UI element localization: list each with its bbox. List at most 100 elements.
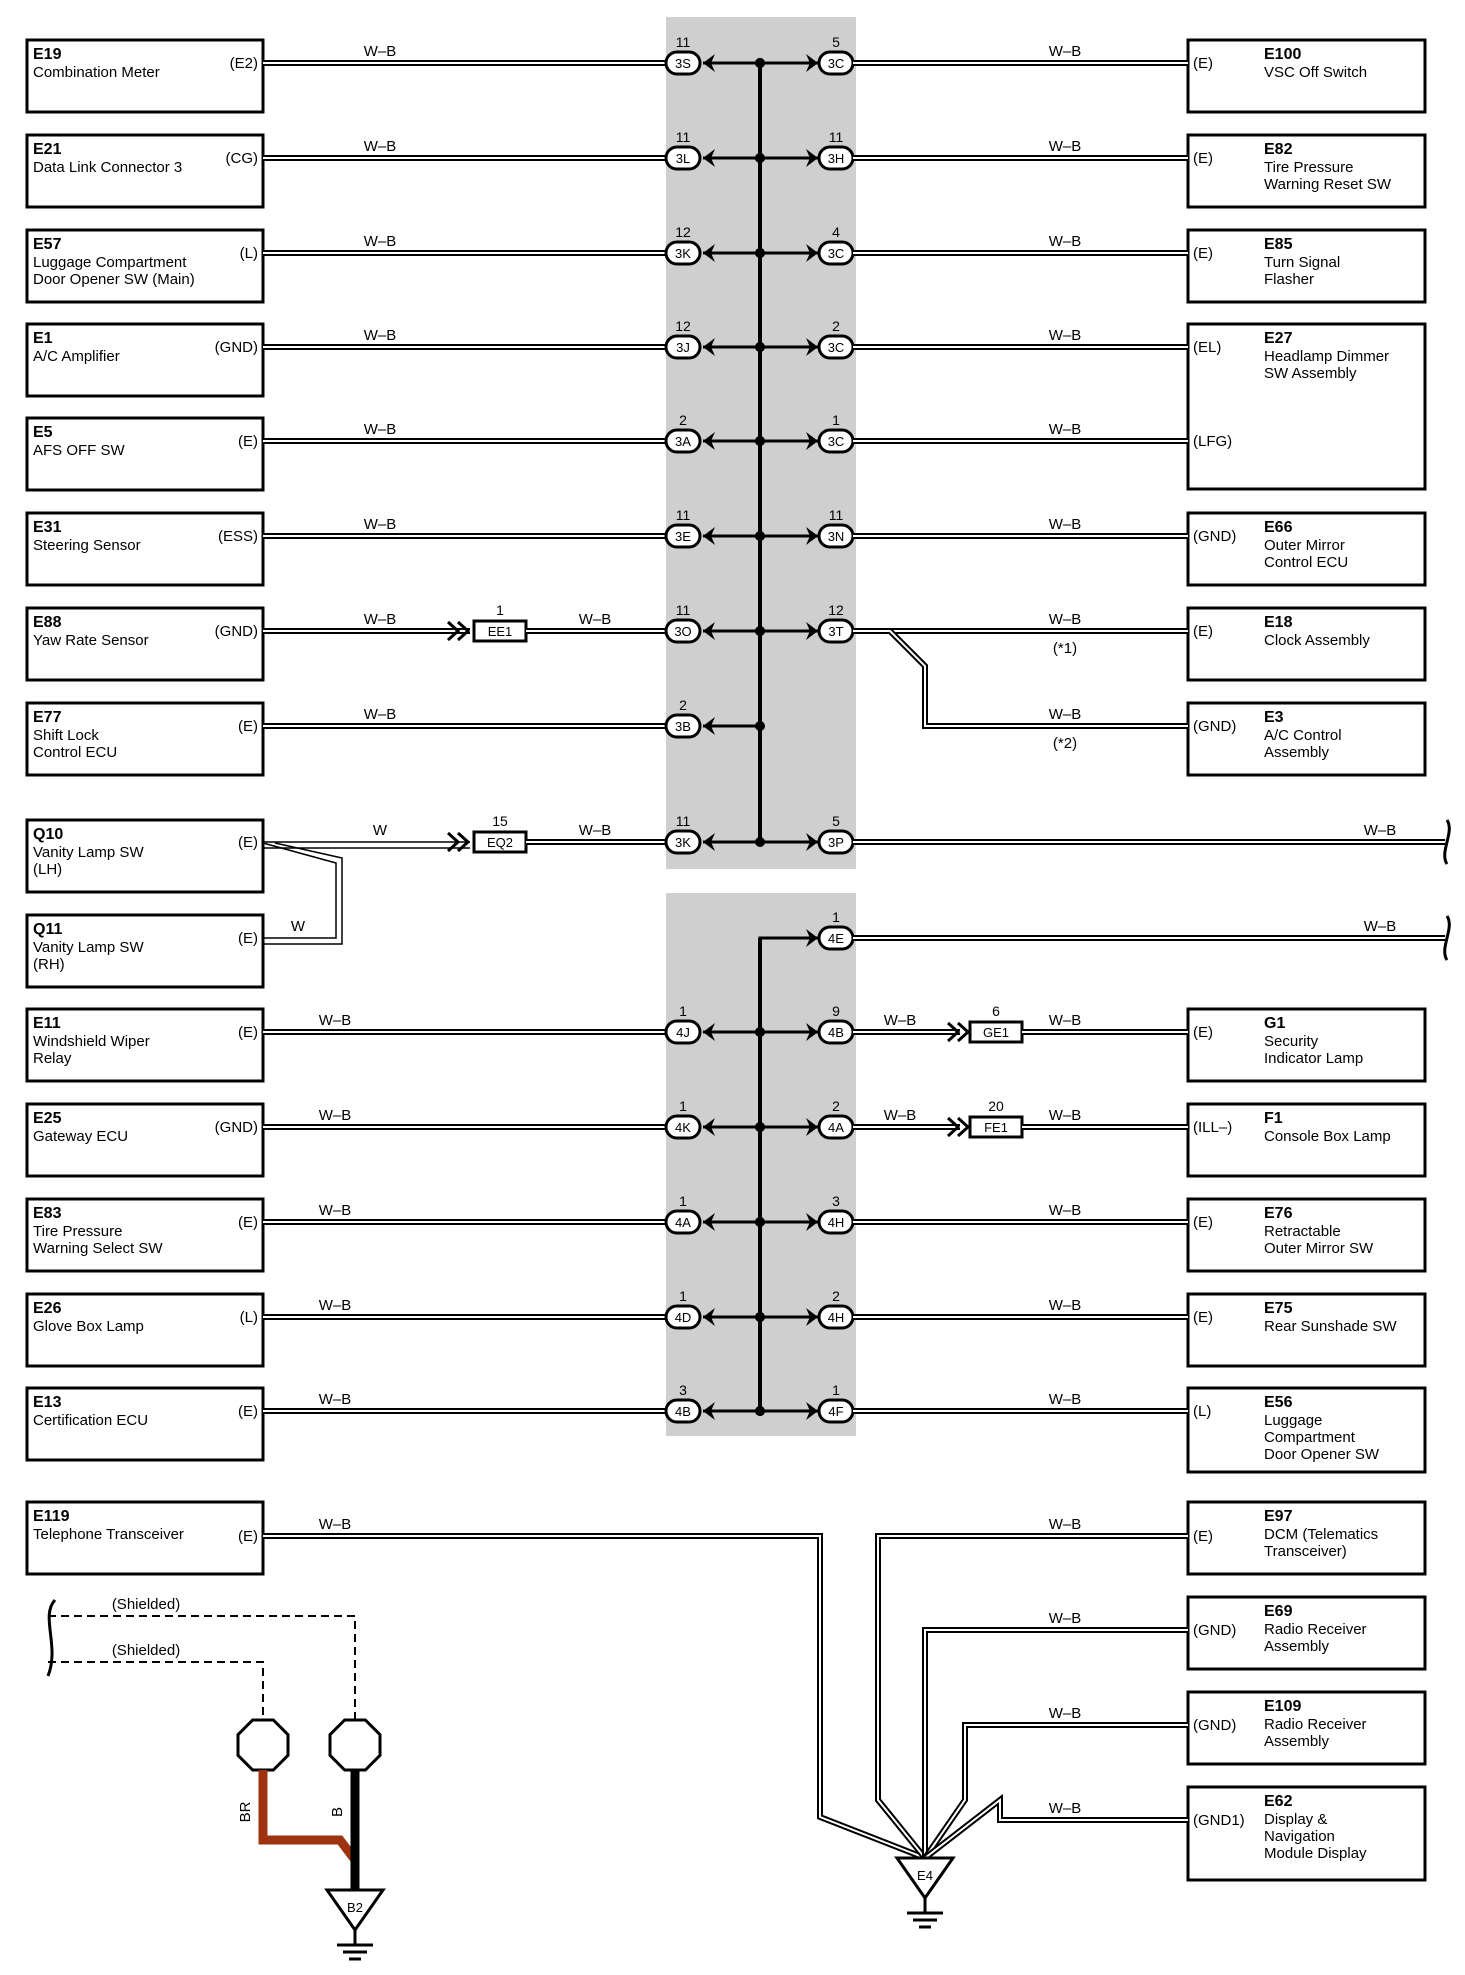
wire-color-label: W–B (1049, 1800, 1082, 1817)
arrow-icon (806, 432, 818, 450)
arrow-icon (806, 149, 818, 167)
shield-label: (Shielded) (112, 1596, 180, 1613)
device-id: E119 (33, 1508, 70, 1525)
device-id: E19 (33, 46, 62, 63)
device-pin: (E) (238, 1528, 258, 1545)
wire-color-label: W–B (319, 1516, 352, 1533)
junction-connector (664, 713, 702, 739)
junction-pin-number: 1 (679, 1193, 687, 1209)
device-pin: (GND) (215, 339, 258, 356)
wire-color-label: W–B (319, 1391, 352, 1408)
device-box (1186, 1500, 1427, 1576)
wire-outline (887, 628, 1188, 729)
device-id: Q11 (33, 921, 62, 938)
junction-code: 3T (828, 624, 843, 639)
device-id: E69 (1264, 1603, 1293, 1620)
junction-dot (755, 153, 765, 163)
device-name-line: Combination Meter (33, 64, 160, 81)
device-pin: (LFG) (1193, 433, 1232, 450)
junction-connector (664, 240, 702, 266)
junction-connector (664, 1304, 702, 1330)
device-box (1186, 228, 1427, 304)
device-name-line: Retractable (1264, 1223, 1341, 1240)
junction-pin-number: 2 (832, 1288, 840, 1304)
device-box (1186, 1690, 1427, 1766)
inline-connector-code: FE1 (984, 1120, 1008, 1135)
junction-dot (755, 1406, 765, 1416)
arrow-icon (806, 1308, 818, 1326)
device-id: E97 (1264, 1508, 1293, 1525)
device-box (25, 416, 265, 492)
device-name-line: Turn Signal (1264, 254, 1340, 271)
device-id: E100 (1264, 46, 1301, 63)
device-box (1186, 1785, 1427, 1882)
junction-code: 4H (828, 1310, 845, 1325)
wire-color-label: W–B (319, 1012, 352, 1029)
wire-color-label: W–B (1049, 327, 1082, 344)
device-box (25, 1197, 265, 1273)
junction-pin-number: 1 (679, 1003, 687, 1019)
device-name-line: Security (1264, 1033, 1319, 1050)
device-name-line: Steering Sensor (33, 537, 141, 554)
junction-connector (664, 1114, 702, 1140)
junction-code: 3L (676, 151, 690, 166)
wire-color-label: W–B (1049, 1610, 1082, 1627)
device-pin: (E) (1193, 623, 1213, 640)
device-name-line: Radio Receiver (1264, 1716, 1367, 1733)
junction-code: 3S (675, 56, 691, 71)
device-box (1186, 1386, 1427, 1474)
device-box (1186, 1007, 1427, 1083)
device-box (1186, 322, 1427, 491)
device-name-line: Outer Mirror (1264, 537, 1345, 554)
wire-core (924, 1724, 1188, 1859)
junction-code: 3P (828, 835, 844, 850)
wire-color-label: W–B (364, 43, 397, 60)
device-id: E1 (33, 330, 53, 347)
wire-color-label: BR (237, 1801, 254, 1822)
wire-core (924, 1629, 1188, 1858)
device-name-line: Glove Box Lamp (33, 1318, 144, 1335)
double-arrow-icon (946, 1116, 961, 1138)
junction-code: 4B (675, 1404, 691, 1419)
junction-dot (755, 721, 765, 731)
device-name-line: Luggage Compartment (33, 254, 187, 271)
junction-dot (755, 436, 765, 446)
wire-color-label: W–B (1049, 421, 1082, 438)
ground-label: E4 (917, 1868, 933, 1883)
junction-pin-number: 11 (676, 129, 691, 145)
junction-pin-number: 9 (832, 1003, 840, 1019)
wire-color-label: W–B (364, 611, 397, 628)
junction-code: 4J (676, 1025, 690, 1040)
device-box (1186, 1197, 1427, 1273)
wire-color-label: W–B (364, 233, 397, 250)
wire-color-label: W–B (319, 1107, 352, 1124)
device-pin: (E) (1193, 150, 1213, 167)
junction-code: 3C (828, 56, 845, 71)
device-name-line: Yaw Rate Sensor (33, 632, 149, 649)
junction-code: 4B (828, 1025, 844, 1040)
arrow-icon (806, 1213, 818, 1231)
junction-pin-number: 11 (676, 602, 691, 618)
device-box (25, 818, 265, 894)
junction-pin-number: 2 (679, 697, 687, 713)
arrow-icon (806, 1023, 818, 1041)
device-id: E75 (1264, 1300, 1293, 1317)
device-name-line: Windshield Wiper (33, 1033, 150, 1050)
wire-break-icon (1443, 819, 1451, 865)
device-pin: (GND) (1193, 528, 1236, 545)
wire-core (877, 1535, 1188, 1859)
device-box (1186, 133, 1427, 209)
device-id: G1 (1264, 1015, 1285, 1032)
device-pin: (E) (238, 718, 258, 735)
device-pin: (GND) (215, 1119, 258, 1136)
junction-code: 3A (675, 434, 691, 449)
device-pin: (GND) (1193, 1717, 1236, 1734)
device-name-line: Telephone Transceiver (33, 1526, 184, 1543)
